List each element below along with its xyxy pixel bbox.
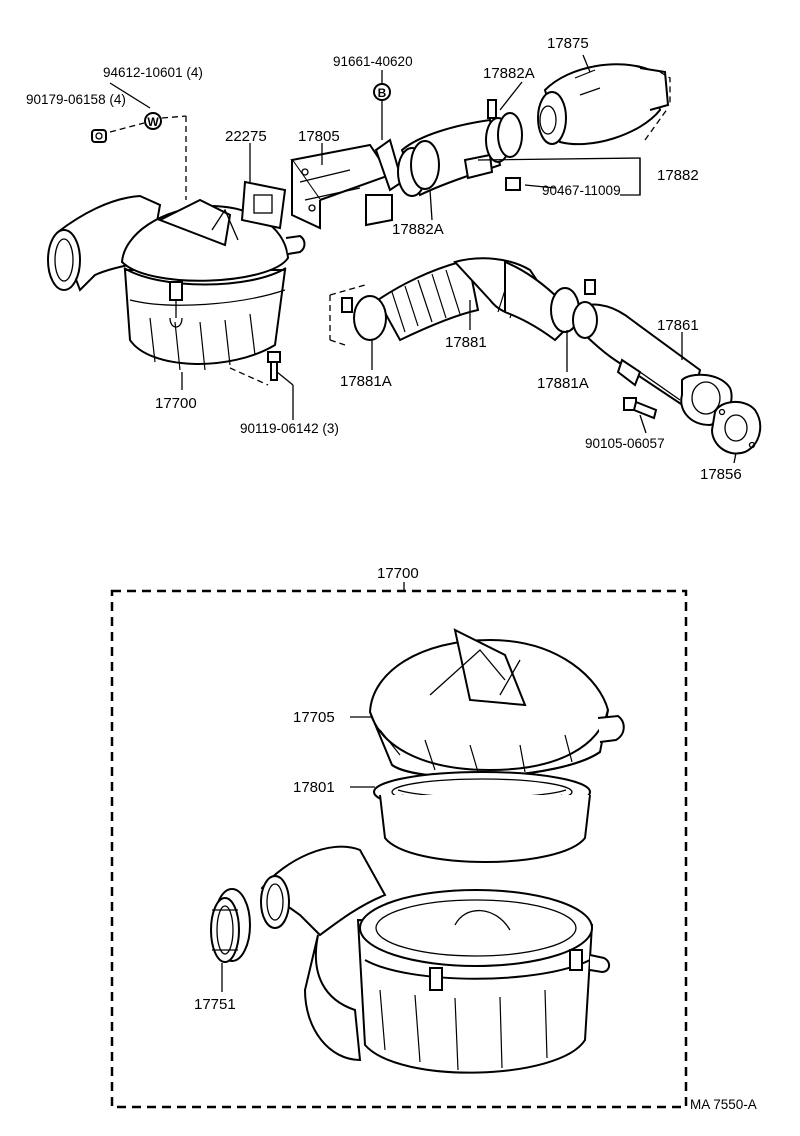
leader-lines-top — [109, 54, 737, 464]
resonator-17875 — [537, 63, 671, 146]
label-17700-top: 17700 — [155, 395, 197, 412]
label-17861: 17861 — [657, 317, 699, 334]
label-17856: 17856 — [700, 466, 742, 483]
assembly-frame — [110, 589, 688, 1109]
label-17751: 17751 — [194, 996, 236, 1013]
label-17705: 17705 — [293, 709, 335, 726]
filter-element-17801 — [373, 771, 591, 863]
label-94612: 94612-10601 (4) — [103, 65, 203, 80]
gasket-17856 — [710, 401, 762, 455]
label-17882: 17882 — [657, 167, 699, 184]
label-17700-box: 17700 — [377, 565, 419, 582]
label-17805: 17805 — [298, 128, 340, 145]
label-17875: 17875 — [547, 35, 589, 52]
air-hose-17882 — [397, 99, 641, 197]
label-17882a-mid: 17882A — [392, 221, 444, 238]
cleaner-body — [260, 845, 610, 1074]
marker-b: B — [373, 70, 391, 140]
bracket-17805 — [290, 138, 404, 230]
inlet-seal-17751 — [210, 888, 251, 963]
label-22275: 22275 — [225, 128, 267, 145]
label-17881: 17881 — [445, 334, 487, 351]
air-cleaner-assembly-small — [47, 194, 306, 371]
marker-b-text: B — [378, 86, 387, 100]
label-17881a-left: 17881A — [340, 373, 392, 390]
label-90467: 90467-11009 — [542, 183, 621, 198]
label-90179: 90179-06158 (4) — [26, 92, 126, 107]
label-90119: 90119-06142 (3) — [240, 421, 339, 436]
nut-90179 — [91, 129, 107, 143]
bolt-90105 — [623, 397, 658, 420]
label-17881a-right: 17881A — [537, 375, 589, 392]
cleaner-cap-17705 — [368, 628, 625, 779]
air-hose-17881 — [329, 257, 596, 346]
leader-lines-bottom — [221, 716, 375, 992]
label-17882a-top: 17882A — [483, 65, 535, 82]
bolt-90119 — [229, 351, 294, 420]
label-90105: 90105-06057 — [585, 436, 665, 451]
marker-w-text: W — [147, 115, 159, 129]
label-91661: 91661-40620 — [333, 54, 413, 69]
inlet-pipe-17861 — [572, 301, 733, 427]
washer-marker-w: W — [144, 112, 162, 130]
label-17801: 17801 — [293, 779, 335, 796]
gasket-22275 — [240, 180, 287, 230]
diagram-reference: MA 7550-A — [690, 1097, 757, 1112]
